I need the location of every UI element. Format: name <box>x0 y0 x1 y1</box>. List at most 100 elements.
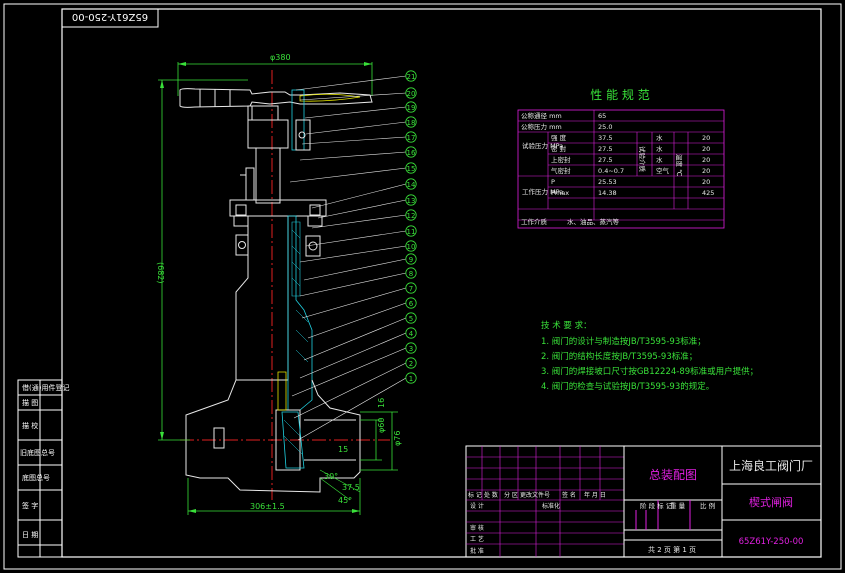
leader-line <box>303 317 407 361</box>
part-balloon <box>405 312 417 324</box>
spec-medium: 水 <box>656 133 663 142</box>
dim-arrow <box>178 62 186 66</box>
part-balloon <box>405 178 417 190</box>
part-balloon <box>405 253 417 265</box>
part-number: 11 <box>407 228 416 236</box>
spec-title: 性 能 规 范 <box>590 87 649 102</box>
spec-medium: 水 <box>656 144 663 153</box>
left-table-cell: 旧底图总号 <box>20 448 55 457</box>
dim-angle-30: 30° <box>324 472 338 481</box>
spec-row-label: 密 封 <box>551 144 567 153</box>
stage-cell: 重 量 <box>670 502 686 510</box>
spec-medium: 水 <box>656 155 663 164</box>
dim-d60: φ60 <box>377 418 386 433</box>
left-table-cell: 底图总号 <box>22 473 50 482</box>
spec-row-label: P <box>551 178 555 186</box>
part-number: 8 <box>409 270 413 278</box>
part-number: 1 <box>409 375 413 383</box>
part-balloon <box>405 146 417 158</box>
part-balloon <box>405 116 417 128</box>
part-number: 5 <box>409 315 413 323</box>
leader-line <box>305 230 407 247</box>
spec-row-value: 27.5 <box>598 156 612 164</box>
requirement-item: 3. 阀门的焊接坡口尺寸按GB12224-89标准或用户提供； <box>541 366 758 377</box>
dim-15: 15 <box>338 445 348 454</box>
title-role-cell: 设 计 <box>470 502 484 510</box>
spec-row-value: 65 <box>598 112 606 120</box>
leader-line <box>303 258 407 281</box>
title-header-cell: 年 月 日 <box>584 491 606 499</box>
requirement-item: 4. 阀门的检查与试验按JB/T3595-93的规定。 <box>541 381 714 392</box>
leader-line <box>299 245 407 263</box>
part-number: 13 <box>407 197 416 205</box>
part-balloon <box>405 342 417 354</box>
spec-row-value: 25.53 <box>598 178 617 186</box>
spec-row-value: 27.5 <box>598 145 612 153</box>
left-table-cell: 签 字 <box>22 501 38 510</box>
dim-arrow <box>160 80 164 88</box>
outer-border <box>3 3 842 570</box>
assembly-title: 总装配图 <box>649 468 697 482</box>
tech-requirements: 技 术 要 求： 1. 阀门的设计与制造按JB/T3595-93标准； 2. 阀… <box>541 320 758 392</box>
medium-label: 试验介质 <box>638 146 647 173</box>
handwheel <box>179 88 373 121</box>
spec-temp: 20 <box>702 178 710 186</box>
valve-drawing <box>179 70 390 500</box>
part-number: 18 <box>407 119 416 127</box>
spec-row-label: 强 度 <box>551 133 567 142</box>
spec-row-value: 37.5 <box>598 134 612 142</box>
title-header-cell: 处 数 <box>484 491 498 499</box>
part-number: 19 <box>407 104 416 112</box>
part-number: 7 <box>409 285 413 293</box>
leader-line <box>305 121 407 135</box>
part-number: 14 <box>407 181 416 189</box>
part-balloon <box>405 267 417 279</box>
leader-line <box>301 136 407 145</box>
title-role-cell: 审 核 <box>470 524 484 532</box>
title-header-cell: 签 名 <box>562 491 576 499</box>
dim-angle-45: 45° <box>338 496 352 505</box>
spec-row-label: 公称通径 mm <box>521 111 562 120</box>
leader-line <box>299 151 407 161</box>
spec-temp: 20 <box>702 145 710 153</box>
title-role-cell: 工 艺 <box>470 535 484 543</box>
spec-temp: 425 <box>702 189 714 197</box>
part-balloon <box>405 282 417 294</box>
spec-temp: 20 <box>702 167 710 175</box>
leader-line <box>304 106 407 119</box>
product-name: 楔式闸阀 <box>749 495 793 509</box>
part-balloon <box>405 131 417 143</box>
part-balloon <box>405 357 417 369</box>
dim-16: 16 <box>377 398 386 408</box>
spec-row-value: 0.4~0.7 <box>598 167 624 175</box>
side-label-test: 试验压力 MPa <box>522 141 563 150</box>
part-balloon <box>405 194 417 206</box>
part-balloon <box>405 162 417 174</box>
spec-row-label: Pmax <box>551 189 569 197</box>
dim-bottom-width: 306±1.5 <box>250 502 285 511</box>
part-balloon <box>405 225 417 237</box>
stage-cell: 阶 段 标 记 <box>640 501 673 510</box>
spec-temp: 20 <box>702 156 710 164</box>
dim-arrow <box>160 432 164 440</box>
leader-line <box>297 377 407 441</box>
drawing-code-bottom: 65Z61Y-250-00 <box>739 537 804 547</box>
spec-row-label: 上密封 <box>551 155 571 164</box>
drawing-code-top: 65Z61Y-250-00 <box>72 11 148 22</box>
part-balloon <box>405 70 417 82</box>
dim-arrow <box>188 509 196 513</box>
part-balloon <box>405 101 417 113</box>
dim-d76: φ76 <box>393 431 402 446</box>
leader-line <box>295 75 407 91</box>
work-medium-value: 水、油品、蒸汽等 <box>567 217 620 226</box>
left-table-cell: 描 校 <box>22 421 38 430</box>
code-box <box>61 8 159 28</box>
stage-cell: 比 例 <box>700 501 715 510</box>
part-number: 2 <box>409 360 413 368</box>
leader-line <box>317 199 407 219</box>
left-table-cell: 日 期 <box>22 531 38 539</box>
part-balloon <box>405 87 417 99</box>
dim-arrow <box>352 509 360 513</box>
part-number: 17 <box>407 134 416 142</box>
